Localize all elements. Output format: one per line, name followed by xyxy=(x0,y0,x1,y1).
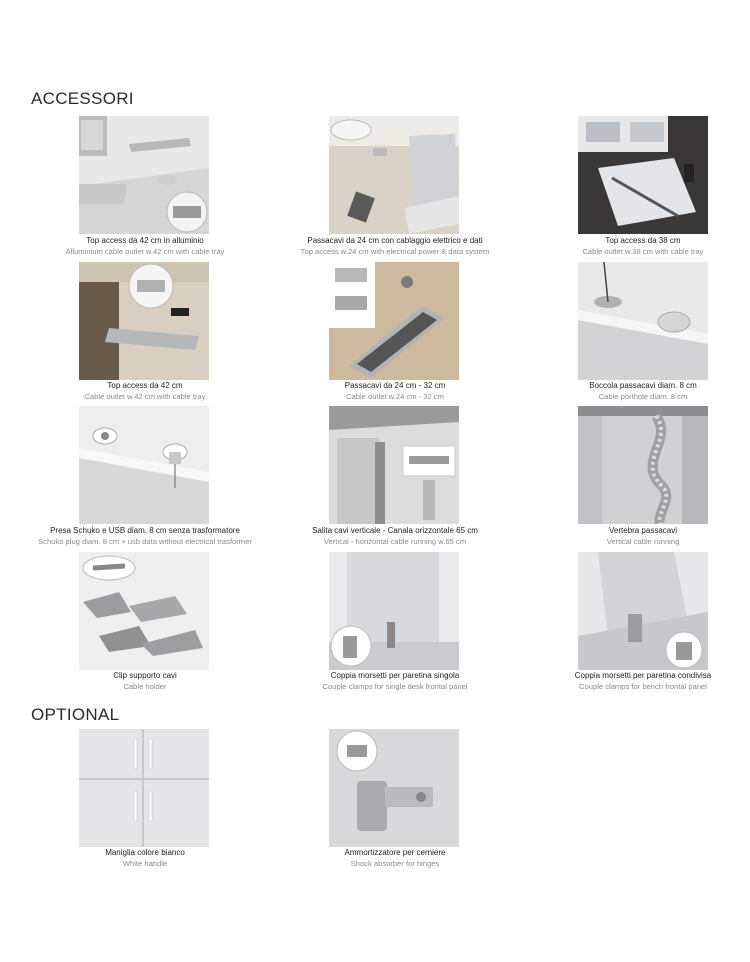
item-subtitle: Cable outlet w.24 cm - 32 cm xyxy=(346,392,444,401)
product-photo-vertical-cable-running xyxy=(329,406,459,524)
product-photo-cable-outlet-24-32 xyxy=(329,262,459,380)
item-subtitle: White handle xyxy=(122,859,168,868)
section-title-optional: OPTIONAL xyxy=(31,705,120,724)
product-photo-bench-panel-clamps xyxy=(578,552,708,670)
product-photo-cable-porthole xyxy=(578,262,708,380)
product-photo-cable-outlet-42 xyxy=(79,116,209,234)
item-title: Coppia morsetti per paretina condivisa xyxy=(574,671,712,680)
product-photo-top-access-24 xyxy=(329,116,459,234)
item-title: Top access da 38 cm xyxy=(605,236,681,245)
item-subtitle: Couple clamps for single desk frontal pa… xyxy=(322,682,468,691)
item-title: Maniglia colore bianco xyxy=(105,848,185,857)
product-photo-top-access-42 xyxy=(79,262,209,380)
item-title: Boccola passacavi diam. 8 cm xyxy=(589,381,697,390)
item-title: Top access da 42 cm in alluminio xyxy=(86,236,204,245)
item-subtitle: Alluminium cable outlet w.42 cm with cab… xyxy=(65,247,225,256)
item-title: Presa Schuko e USB diam. 8 cm senza tras… xyxy=(50,526,240,535)
product-photo-single-panel-clamps xyxy=(329,552,459,670)
item-subtitle: Vertical - horizontal cable running w.65… xyxy=(323,537,467,546)
product-photo-hinge-shock-absorber xyxy=(329,729,459,847)
item-subtitle: Cable outlet w.38 cm with cable tray xyxy=(582,247,704,256)
item-subtitle: Vertical cable running xyxy=(606,537,680,546)
item-subtitle: Top access w.24 cm with electrical power… xyxy=(300,247,490,256)
product-photo-top-access-38 xyxy=(578,116,708,234)
item-title: Passacavi da 24 cm - 32 cm xyxy=(344,381,446,390)
item-title: Salita cavi verticale - Canala orizzonta… xyxy=(312,526,478,535)
product-photo-white-handle xyxy=(79,729,209,847)
item-title: Clip supporto cavi xyxy=(113,671,177,680)
item-subtitle: Cable holder xyxy=(123,682,167,691)
section-title-accessori: ACCESSORI xyxy=(31,89,134,108)
item-subtitle: Cable porthole diam. 8 cm xyxy=(598,392,688,401)
item-title: Top access da 42 cm xyxy=(107,381,183,390)
item-title: Ammortizzatore per cerniere xyxy=(344,848,446,857)
product-photo-cable-holder-clip xyxy=(79,552,209,670)
product-photo-schuko-usb-plug xyxy=(79,406,209,524)
item-subtitle: Couple clamps for bench frontal panel xyxy=(579,682,707,691)
item-title: Coppia morsetti per paretina singola xyxy=(330,671,460,680)
item-subtitle: Cable outlet w.42 cm with cable tray xyxy=(84,392,206,401)
item-subtitle: Schuko plug diam. 8 cm + usb data withou… xyxy=(38,537,252,546)
item-subtitle: Shock absorber for hinges xyxy=(350,859,440,868)
item-title: Vertebra passacavi xyxy=(608,526,678,535)
item-title: Passacavi da 24 cm con cablaggio elettri… xyxy=(307,236,483,245)
product-photo-cable-vertebra xyxy=(578,406,708,524)
